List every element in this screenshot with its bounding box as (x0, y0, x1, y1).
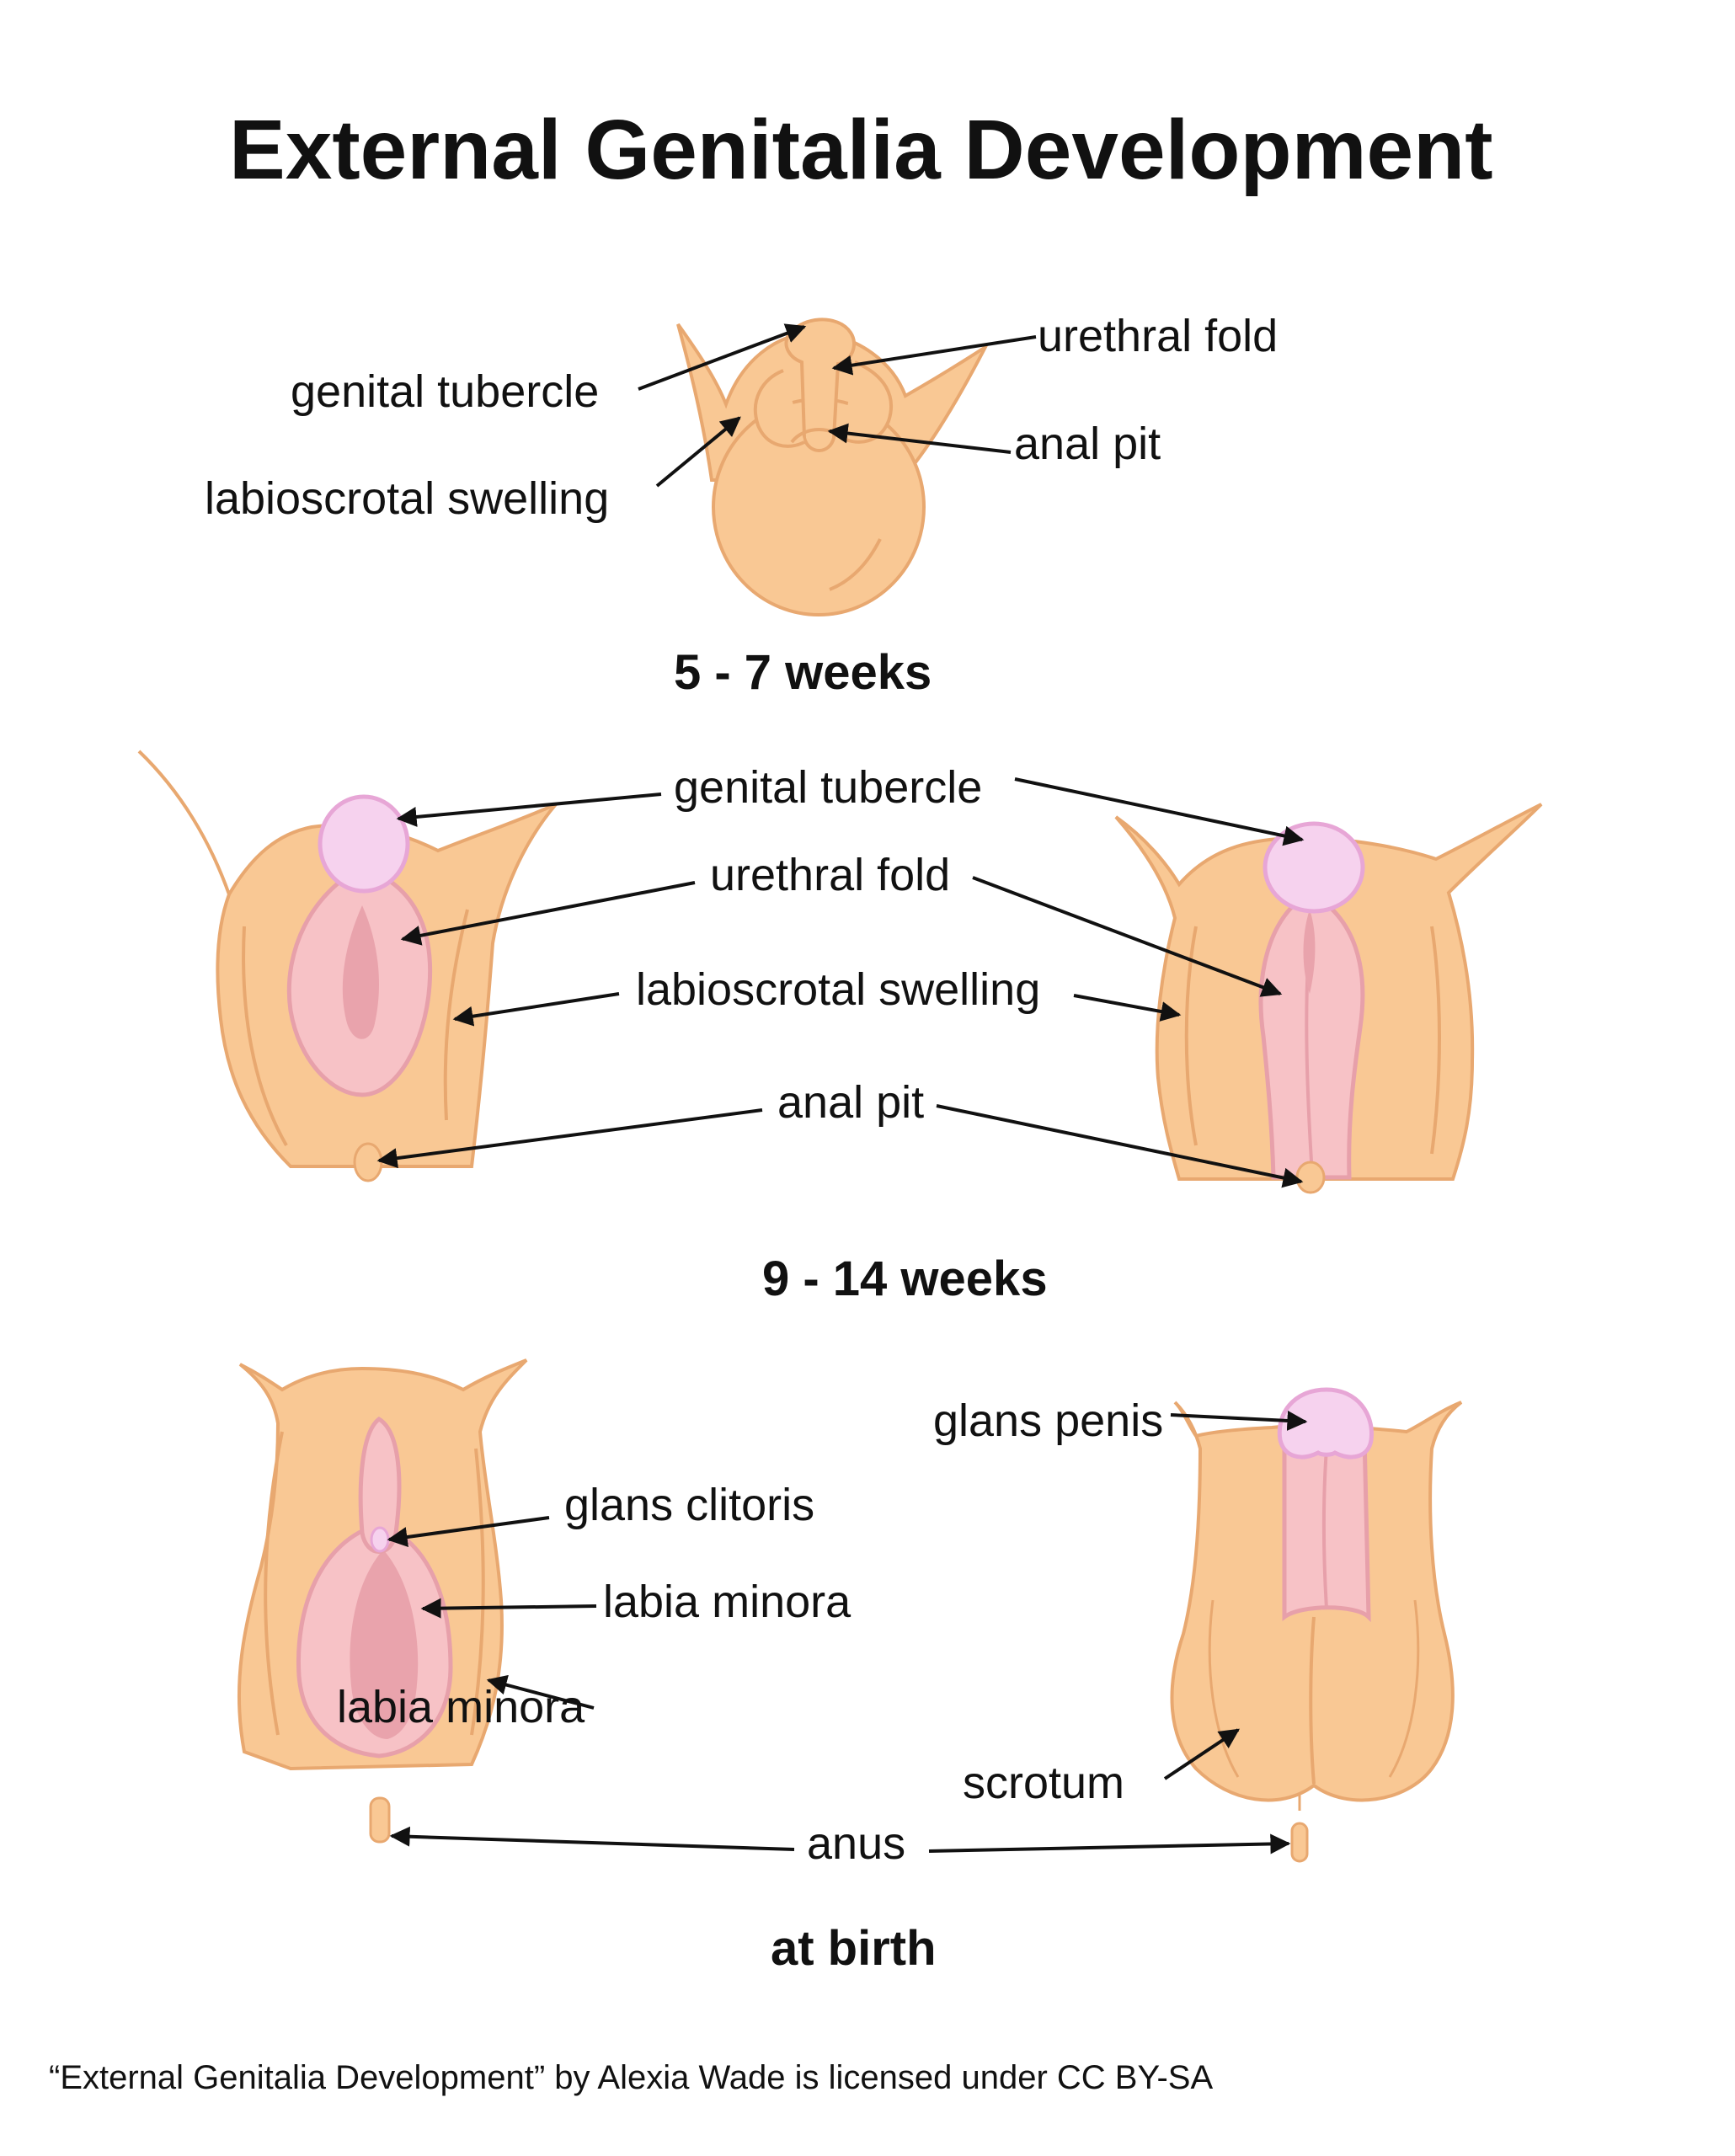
birth-female-glans-clitoris (370, 1526, 390, 1553)
mid-left-labioscrotal-fold-left (242, 926, 288, 1146)
arrow-mid-labioscrotal-left (452, 992, 620, 1027)
label-birth-labia-minora: labia minora (603, 1577, 851, 1627)
birth-female-crease-right (470, 1448, 485, 1736)
fetus-mid-right (1114, 803, 1543, 1194)
birth-female (237, 1358, 528, 1844)
arrows (376, 323, 1308, 1854)
mid-right-fold-left (1184, 926, 1198, 1146)
arrow-birth-anus-right (928, 1833, 1291, 1854)
label-early-anal-pit: anal pit (1014, 419, 1161, 469)
birth-female-anus (369, 1796, 391, 1844)
arrow-birth-glans-penis (1170, 1410, 1308, 1431)
arrow-mid-anal-pit-right (936, 1104, 1304, 1188)
stage-label-at-birth: at birth (771, 1921, 937, 1976)
arrow-birth-scrotum (1163, 1728, 1240, 1780)
fetus-mid-left (137, 750, 558, 1182)
arrow-early-urethral-fold (831, 335, 1037, 376)
label-early-labioscrotal-swelling: labioscrotal swelling (205, 473, 610, 524)
birth-male (1170, 1387, 1463, 1863)
label-mid-anal-pit: anal pit (777, 1077, 925, 1128)
arrow-early-genital-tubercle (638, 323, 807, 391)
birth-male-scrotum-line-right (1388, 1599, 1420, 1778)
label-birth-scrotum: scrotum (963, 1758, 1125, 1808)
birth-male-shaft-line (1321, 1448, 1328, 1609)
birth-male-raphe (1309, 1616, 1316, 1785)
label-birth-glans-clitoris: glans clitoris (564, 1480, 815, 1530)
label-early-genital-tubercle: genital tubercle (291, 366, 600, 417)
label-birth-anus: anus (807, 1818, 906, 1869)
diagram-title: External Genitalia Development (229, 103, 1493, 197)
mid-left-labioscrotal-fold-right (443, 909, 469, 1121)
birth-male-scrotum-line-left (1208, 1599, 1240, 1778)
arrow-mid-labioscrotal-right (1073, 994, 1182, 1022)
mid-right-genital-tubercle (1263, 821, 1365, 914)
arrow-early-labioscrotal (655, 416, 741, 488)
mid-right-groove (1303, 910, 1316, 994)
arrow-birth-labia-minora (420, 1598, 597, 1619)
embryo-fold-right (841, 360, 894, 444)
stage-label-9-14-weeks: 9 - 14 weeks (762, 1251, 1048, 1306)
birth-male-anus (1290, 1822, 1309, 1863)
label-birth-labia-majora: labia minora (337, 1682, 585, 1732)
attribution-credit: “External Genitalia Development” by Alex… (49, 2059, 1214, 2096)
arrow-mid-urethral-fold-left (400, 881, 696, 946)
mid-left-anal-pit (353, 1142, 383, 1182)
arrow-mid-urethral-fold-right (972, 876, 1283, 997)
arrow-early-anal-pit (827, 423, 1012, 454)
birth-female-labia-minora (350, 1550, 419, 1739)
embryo-chin-line (829, 538, 882, 591)
arrow-birth-glans-clitoris (387, 1516, 550, 1547)
label-birth-glans-penis: glans penis (933, 1396, 1164, 1446)
mid-left-genital-tubercle (318, 794, 410, 894)
birth-male-glans-penis (1277, 1387, 1374, 1460)
birth-female-crease-left (264, 1431, 284, 1736)
embryo-fold-left (753, 369, 805, 448)
arrow-mid-anal-pit-left (376, 1108, 763, 1169)
stage-label-5-7-weeks: 5 - 7 weeks (674, 645, 932, 700)
arrow-mid-genital-tubercle-left (396, 792, 662, 827)
label-mid-labioscrotal-swelling: labioscrotal swelling (636, 964, 1041, 1015)
label-mid-genital-tubercle: genital tubercle (674, 762, 983, 813)
arrow-mid-genital-tubercle-right (1014, 777, 1305, 846)
arrow-birth-labia-majora (486, 1674, 595, 1710)
embryo-5-7-weeks (676, 318, 990, 616)
label-early-urethral-fold: urethral fold (1038, 311, 1279, 361)
mid-left-urethral-groove (342, 905, 379, 1039)
arrow-birth-anus-left (389, 1826, 795, 1851)
mid-right-fold-right (1430, 926, 1441, 1155)
mid-right-anal-pit (1295, 1161, 1326, 1194)
label-mid-urethral-fold: urethral fold (710, 850, 951, 900)
